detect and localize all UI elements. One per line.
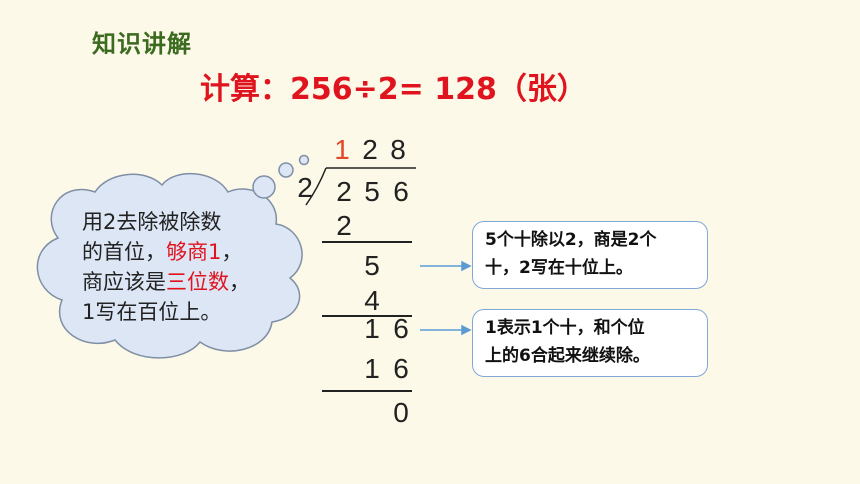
step1-line — [322, 241, 412, 243]
final-remainder: 0 — [393, 397, 409, 428]
note-ones-step-line-1: 1表示1个十，和个位 — [485, 318, 645, 338]
bubble-line-2-a: 的首位， — [82, 240, 166, 264]
step1-remainder: 5 — [364, 250, 380, 281]
quotient-digit-hundreds: 1 — [334, 134, 350, 165]
bubble-line-1: 用2去除被除数 — [82, 210, 222, 234]
step1-product: 2 — [336, 210, 352, 241]
step3-product-tens: 1 — [364, 353, 380, 384]
bubble-explanation: 用2去除被除数 的首位，够商1， 商应该是三位数， 1写在百位上。 — [82, 207, 292, 327]
note-tens-step-line-1: 5个十除以2，商是2个 — [485, 230, 657, 250]
section-title: 知识讲解 — [92, 30, 192, 58]
step2-remainder-ones: 6 — [393, 313, 409, 344]
note-ones-step: 1表示1个十，和个位 上的6合起来继续除。 — [472, 309, 708, 377]
bubble-line-2: 的首位，够商1， — [82, 237, 292, 267]
bubble-highlight-three-digit: 三位数 — [166, 270, 229, 294]
bubble-line-3-a: 商应该是 — [82, 270, 166, 294]
dividend-digit-hundreds: 2 — [336, 176, 352, 207]
bubble-highlight-quotient: 够商1 — [166, 240, 222, 264]
step2-remainder-tens: 1 — [364, 313, 380, 344]
quotient-digit-tens: 2 — [362, 134, 378, 165]
bubble-line-2-c: ， — [221, 240, 243, 264]
division-bracket — [305, 167, 327, 206]
dividend-digit-tens: 5 — [364, 176, 380, 207]
note-ones-step-line-2: 上的6合起来继续除。 — [485, 346, 650, 366]
bubble-dot-medium — [278, 162, 294, 178]
dividend-digit-ones: 6 — [393, 176, 409, 207]
note-tens-step: 5个十除以2，商是2个 十，2写在十位上。 — [472, 221, 708, 289]
divisor: 2 — [297, 172, 313, 203]
bubble-line-4: 1写在百位上。 — [82, 300, 222, 324]
bubble-dot-large — [252, 175, 276, 199]
bubble-dot-small — [298, 154, 310, 166]
step2-line — [322, 315, 412, 317]
step3-product-ones: 6 — [393, 353, 409, 384]
arrow-head-1 — [461, 260, 472, 272]
step3-line — [322, 390, 412, 392]
step2-product: 4 — [364, 285, 380, 316]
bubble-cloud — [36, 173, 303, 359]
calculation-headline: 计算：256÷2= 128（张） — [200, 72, 587, 107]
bubble-line-3: 商应该是三位数， — [82, 267, 292, 297]
arrow-head-2 — [461, 324, 472, 336]
bubble-line-3-c: ， — [229, 270, 250, 294]
note-tens-step-line-2: 十，2写在十位上。 — [485, 258, 633, 278]
quotient-digit-ones: 8 — [390, 134, 406, 165]
